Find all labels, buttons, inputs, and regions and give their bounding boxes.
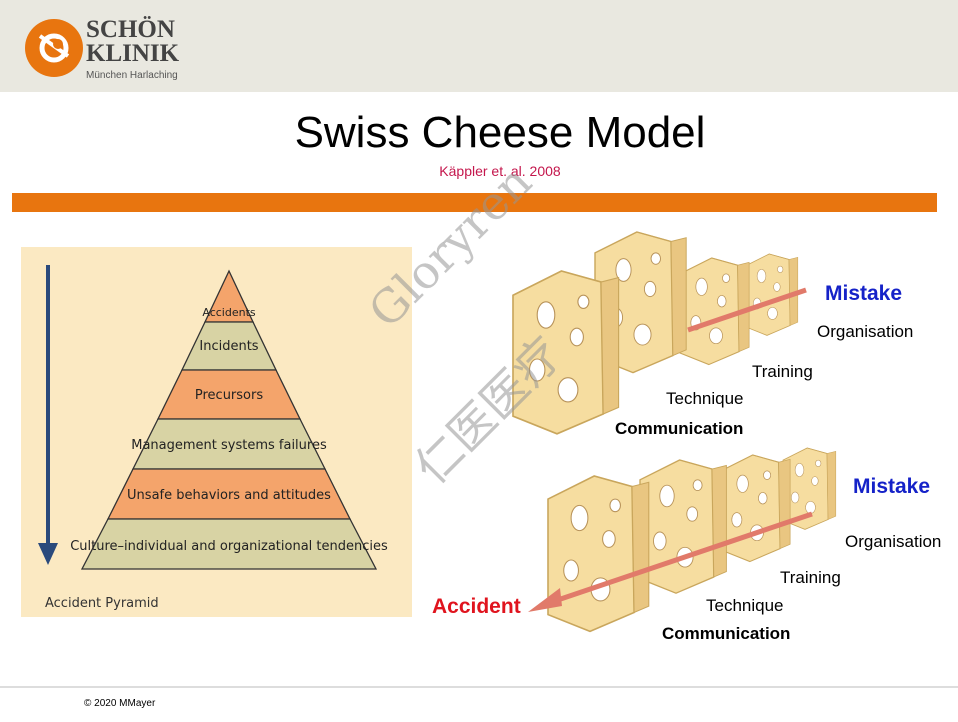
schon-klinik-logo: SCHÖN KLINIK München Harlaching xyxy=(24,14,194,86)
pyramid-caption: Accident Pyramid xyxy=(45,596,159,611)
top-organisation-label: Organisation xyxy=(817,322,914,341)
top-mistake-label: Mistake xyxy=(825,282,903,305)
top-training-label: Training xyxy=(752,362,813,381)
citation: Käppler et. al. 2008 xyxy=(439,163,561,179)
swiss-cheese-illustration xyxy=(512,231,837,633)
pyramid-arrow-head xyxy=(38,543,58,565)
pyramid-label-precursors: Precursors xyxy=(195,388,263,403)
pyramid-label-management: Management systems failures xyxy=(131,438,327,453)
bottom-training-label: Training xyxy=(780,568,841,587)
footer-divider xyxy=(0,686,958,688)
top-technique-label: Technique xyxy=(666,389,744,408)
bottom-organisation-label: Organisation xyxy=(845,532,942,551)
bottom-cheese-slices xyxy=(528,447,837,633)
logo-line2: KLINIK xyxy=(86,40,180,67)
bottom-mistake-label: Mistake xyxy=(853,475,931,498)
pyramid-label-accidents: Accidents xyxy=(202,306,256,319)
header-bar xyxy=(0,0,958,92)
pyramid-level-6 xyxy=(80,518,378,570)
top-cheese-slices xyxy=(512,231,807,435)
orange-divider xyxy=(12,193,937,212)
accident-label: Accident xyxy=(432,595,521,618)
pyramid-label-unsafe: Unsafe behaviors and attitudes xyxy=(127,488,331,503)
pyramid-label-culture: Culture–individual and organizational te… xyxy=(70,539,388,554)
logo-line1: SCHÖN xyxy=(86,16,175,43)
logo-location: München Harlaching xyxy=(86,70,178,81)
copyright: © 2020 MMayer xyxy=(84,698,156,709)
pyramid-label-incidents: Incidents xyxy=(199,339,258,354)
accident-arrow-head xyxy=(528,588,562,612)
bottom-technique-label: Technique xyxy=(706,596,784,615)
bottom-communication-label: Communication xyxy=(662,624,791,643)
accident-pyramid: Accidents Incidents Precursors Managemen… xyxy=(38,265,388,611)
page-title: Swiss Cheese Model xyxy=(294,108,706,157)
top-communication-label: Communication xyxy=(615,419,744,438)
logo-circle-icon xyxy=(25,19,83,77)
accident-pyramid-panel: Accidents Incidents Precursors Managemen… xyxy=(21,247,412,617)
